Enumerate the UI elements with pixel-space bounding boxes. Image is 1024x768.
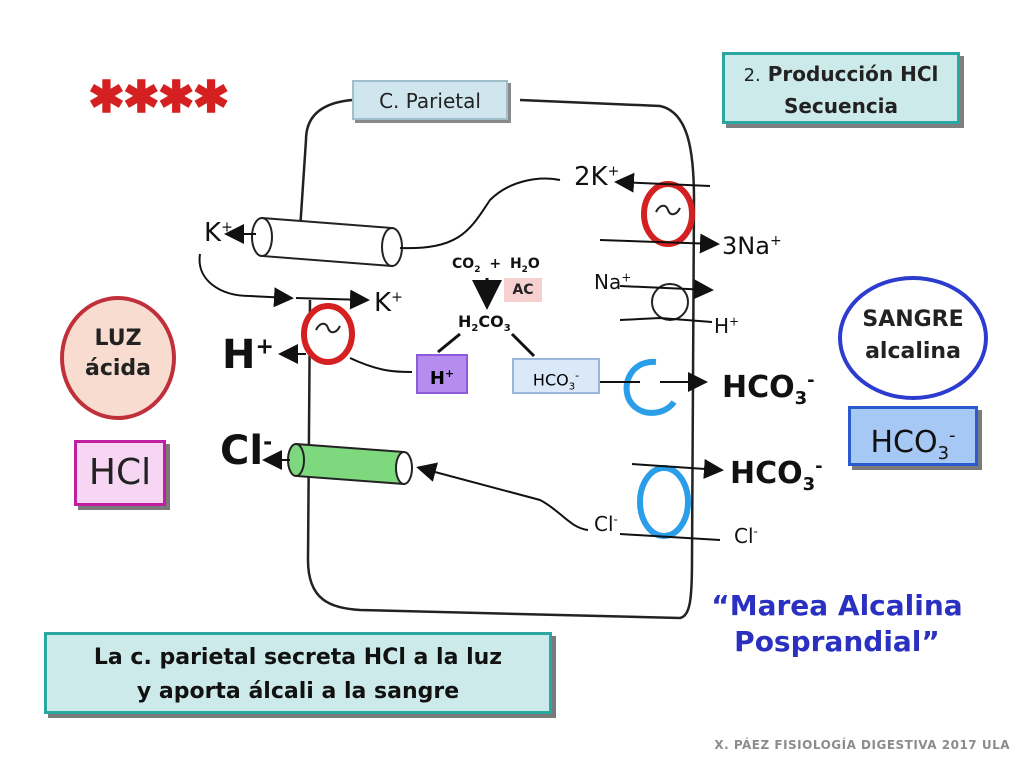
- na-h-exchanger-icon: [651, 283, 689, 321]
- bicarbonate-efflux-label-1: HCO3-: [722, 370, 815, 409]
- proton-out-label: H+: [714, 314, 740, 338]
- k-channel-icon: [251, 216, 403, 268]
- potassium-basolateral-label: 2K+: [574, 162, 620, 192]
- potassium-out-label: K+: [204, 218, 233, 248]
- sodium-in-label: Na+: [594, 270, 632, 294]
- proton-lumen-label: H+: [222, 332, 274, 378]
- chloride-out-label: Cl-: [734, 524, 758, 548]
- bicarbonate-efflux-label-2: HCO3-: [730, 456, 823, 495]
- proton-pump-icon: [301, 303, 355, 365]
- na-k-pump-icon: [641, 181, 695, 247]
- sodium-out-label: 3Na+: [722, 232, 782, 260]
- cell-membrane: [298, 98, 696, 620]
- bicarbonate-transporter-icon: [623, 358, 677, 416]
- footer-credit: X. PÁEZ FISIOLOGÍA DIGESTIVA 2017 ULA: [714, 738, 1010, 752]
- chloride-in-label: Cl-: [594, 512, 618, 536]
- carbonic-acid-label: H2CO3: [458, 312, 511, 335]
- stars-icon: ✱✱✱✱: [88, 72, 229, 123]
- anion-exchanger-icon: [637, 465, 691, 539]
- chloride-channel-icon: [287, 442, 413, 486]
- hcl-box: HCl: [74, 440, 166, 506]
- potassium-in-label: K+: [374, 288, 403, 318]
- bicarbonate-cytosol-label: HCO3-: [512, 358, 600, 394]
- title-number: 2.: [743, 65, 761, 86]
- cell-label: C. Parietal: [352, 80, 508, 120]
- title-line1: Producción HCl: [767, 62, 939, 86]
- bicarbonate-blood-box: HCO3-: [848, 406, 978, 466]
- title-line2: Secuencia: [783, 94, 899, 118]
- reaction-reactants: CO2 + H2O: [452, 256, 540, 275]
- enzyme-label: AC: [504, 278, 542, 302]
- chloride-lumen-label: Cl-: [220, 428, 273, 474]
- slide-title-box: 2. Producción HCl Secuencia: [722, 52, 960, 124]
- proton-cytosol-label: H+: [416, 354, 468, 394]
